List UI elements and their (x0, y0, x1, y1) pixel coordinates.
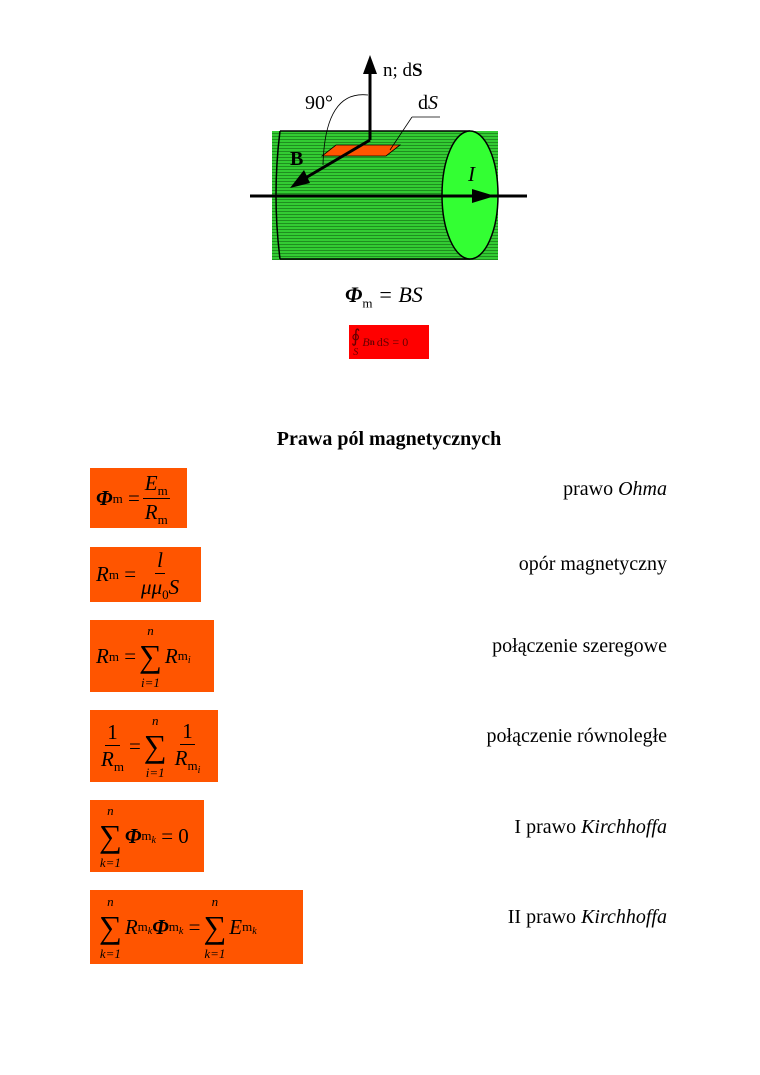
ds-label: dS (418, 92, 438, 114)
kirchhoff1-label: I prawo Kirchhoffa (514, 816, 667, 838)
series-label: połączenie szeregowe (492, 635, 667, 657)
cylinder-flux-diagram (250, 55, 527, 260)
surface-element (320, 144, 402, 157)
b-label: B (290, 148, 304, 170)
b-arrow-icon (290, 170, 310, 188)
current-label: I (468, 162, 475, 186)
ohm-law-label: prawo Ohma (563, 478, 667, 500)
reluctance-label: opór magnetyczny (518, 553, 667, 575)
current-arrow-icon (472, 189, 495, 203)
normal-label: n; dS (383, 60, 423, 82)
section-title: Prawa pól magnetycznych (276, 428, 502, 450)
normal-arrow-icon (363, 55, 377, 74)
angle-label: 90° (305, 92, 333, 114)
kirchhoff2-label: II prawo Kirchhoffa (507, 906, 667, 928)
normal-label-s: S (412, 60, 423, 81)
parallel-label: połączenie równoległe (486, 725, 667, 747)
flux-formula: Φm = BS (345, 282, 423, 311)
normal-label-text: n; d (383, 60, 413, 81)
